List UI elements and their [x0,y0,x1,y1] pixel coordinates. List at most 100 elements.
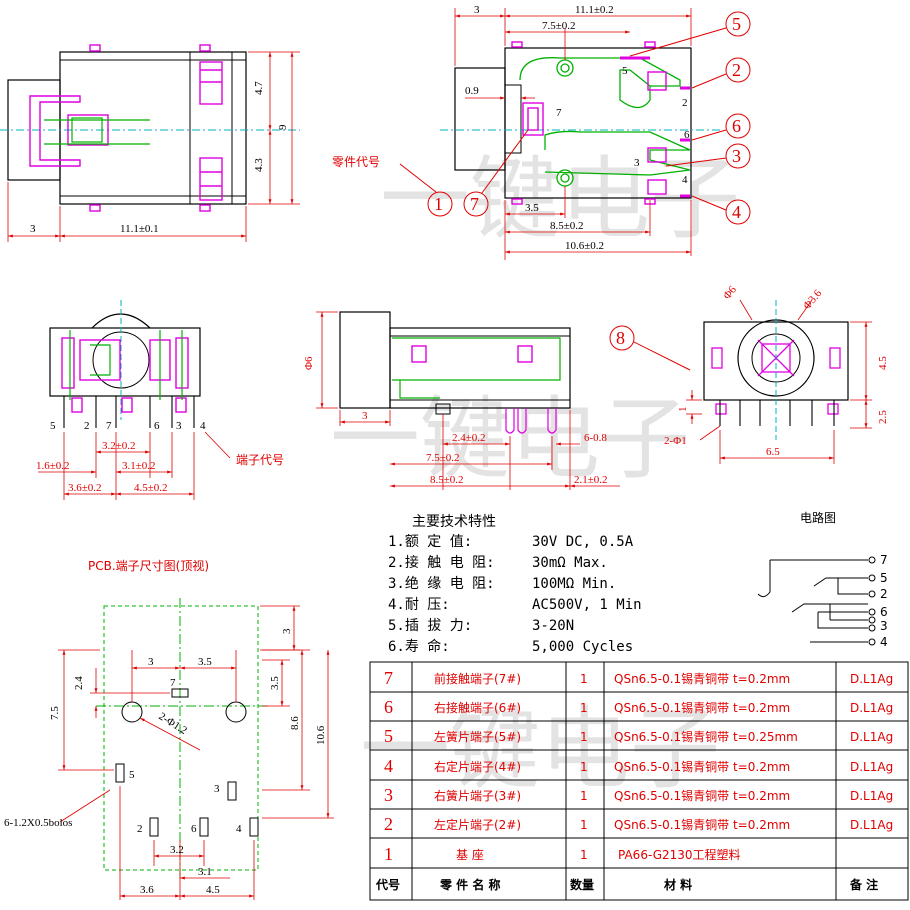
bom-row: 6 右接触端子(6#) 1 QSn6.5-0.1锡青铜带 t=0.2mm D.L… [384,697,893,717]
balloon-5: 5 [732,14,741,34]
bom-qty-4: 1 [580,760,588,774]
bom-note-3: D.L1Ag [850,789,893,803]
bom-header-qty: 数量 [570,877,594,892]
pcb-dim-24: 2.4 [73,676,85,690]
dim-43: 4.3 [253,158,265,172]
spec-value-4: AC500V, 1 Min [532,597,642,613]
bom-header-material: 材 料 [663,877,692,892]
pin-5-label-ml: 5 [50,420,56,432]
dim-phi36-mr: Φ3.6 [801,287,825,312]
balloon-1: 1 [434,194,443,214]
bom-qty-1: 1 [580,848,588,862]
bom-material-7: QSn6.5-0.1锡青铜带 t=0.2mm [614,671,790,686]
spec-value-2: 30mΩ Max. [532,555,608,571]
pcb-dim-45: 4.5 [206,884,220,896]
bom-row: 4 右定片端子(4#) 1 QSn6.5-0.1锡青铜带 t=0.2mm D.L… [384,756,893,776]
bom-note-4: D.L1Ag [850,760,893,774]
dim-9: 9 [277,124,289,130]
pcb-pin-5: 5 [129,769,135,781]
bom-material-3: QSn6.5-0.1锡青铜带 t=0.2mm [614,788,790,803]
circuit-pin-3: 3 [880,619,888,633]
bom-qty-2: 1 [580,818,588,832]
spec-value-5: 3-20N [532,618,574,634]
pin-7-label-tr: 7 [556,107,562,119]
pcb-dim-2phi12: 2-Φ1.2 [156,710,189,737]
bom-code-4: 4 [384,756,393,776]
bom-code-2: 2 [384,814,393,834]
dim-32-ml: 3.2±0.2 [102,440,136,452]
bom-name-4: 右定片端子(4#) [434,759,521,774]
bom-name-2: 左定片端子(2#) [434,817,521,832]
pcb-dim-3a: 3 [281,628,293,634]
spec-value-1: 30V DC, 0.5A [532,534,634,550]
circuit-diagram: 电路图 7 5 2 6 3 4 [757,510,888,649]
bom-note-7: D.L1Ag [850,672,893,686]
bom-material-2: QSn6.5-0.1锡青铜带 t=0.2mm [614,817,790,832]
pcb-dim-35: 3.5 [198,656,212,668]
pin-4-label-ml: 4 [200,420,206,432]
bom-row: 2 左定片端子(2#) 1 QSn6.5-0.1锡青铜带 t=0.2mm D.L… [384,814,893,834]
dim-608-mc: 6-0.8 [584,432,607,444]
bom-qty-7: 1 [580,672,588,686]
bom-table: 7 前接触端子(7#) 1 QSn6.5-0.1锡青铜带 t=0.2mm D.L… [369,661,909,901]
bom-code-3: 3 [384,785,393,805]
pcb-dim-35b: 3.5 [269,676,281,690]
spec-label-2: 2.接 触 电 阻: [388,554,495,571]
top-right-view: 5 2 7 6 3 4 3 11.1±0.2 7.5±0.2 0.9 3.5 8… [440,4,720,260]
pcb-pin-2: 2 [137,823,143,835]
bom-header-note: 备 注 [849,877,878,892]
dim-phi6-mr: Φ6 [721,283,739,301]
bom-header-name: 零 件 名 称 [439,877,501,892]
pin-3-label-ml: 3 [176,420,182,432]
bom-name-7: 前接触端子(7#) [434,671,521,686]
pin-2-label-ml: 2 [84,420,90,432]
bom-header: 代号 零 件 名 称 数量 材 料 备 注 [375,877,878,892]
circuit-pin-2: 2 [880,587,888,601]
balloon-8: 8 [616,328,625,348]
balloon-3: 3 [732,146,741,166]
pin-2-label-tr: 2 [682,97,688,109]
pcb-pin-3: 3 [214,783,220,795]
bom-row: 7 前接触端子(7#) 1 QSn6.5-0.1锡青铜带 t=0.2mm D.L… [384,668,893,688]
top-left-view: 3 11.1±0.1 4.7 9 4.3 [0,44,300,242]
circuit-pin-6: 6 [880,605,888,619]
bom-name-1: 基 座 [456,847,484,862]
pin-6-label-tr: 6 [684,129,690,141]
pcb-pin-6: 6 [191,823,197,835]
pcb-dim-86: 8.6 [289,716,301,730]
bom-note-6: D.L1Ag [850,701,893,715]
pin-4-label-tr: 4 [682,174,688,186]
pcb-dim-31: 3.1 [198,866,212,878]
dim-111-tl: 11.1±0.1 [120,223,159,235]
bom-material-1: PA66-G2130工程塑料 [618,847,741,862]
pcb-dim-3: 3 [148,656,154,668]
bom-qty-6: 1 [580,701,588,715]
dim-65-mr: 6.5 [766,446,780,458]
bom-code-6: 6 [384,697,393,717]
bom-name-5: 左簧片端子(5#) [434,729,521,744]
pcb-pin-4: 4 [236,823,242,835]
bom-row: 3 右簧片端子(3#) 1 QSn6.5-0.1锡青铜带 t=0.2mm D.L… [384,785,893,805]
bom-row: 5 左簧片端子(5#) 1 QSn6.5-0.1锡青铜带 t=0.25mm D.… [384,726,893,746]
dim-09: 0.9 [465,85,479,97]
bom-code-1: 1 [384,844,393,864]
spec-value-6: 5,000 Cycles [532,639,633,655]
bom-qty-3: 1 [580,789,588,803]
bom-qty-5: 1 [580,730,588,744]
dim-1-mr: 1 [677,407,689,413]
spec-value-3: 100MΩ Min. [532,576,616,592]
balloon-6: 6 [732,116,741,136]
balloon-4: 4 [732,202,741,222]
bom-code-7: 7 [384,668,393,688]
dim-phi6-mc: Φ6 [303,356,315,370]
pin-6-label-ml: 6 [154,420,160,432]
circuit-pin-7: 7 [880,553,888,567]
bom-material-5: QSn6.5-0.1锡青铜带 t=0.25mm [614,729,798,744]
dim-111-tr: 11.1±0.2 [575,4,614,16]
pcb-dim-106: 10.6 [315,725,327,745]
balloons-top [399,11,751,371]
mid-right-view: Φ6 Φ3.6 4.5 2.5 1 2-Φ1 6.5 [664,283,889,464]
bom-note-5: D.L1Ag [850,730,893,744]
